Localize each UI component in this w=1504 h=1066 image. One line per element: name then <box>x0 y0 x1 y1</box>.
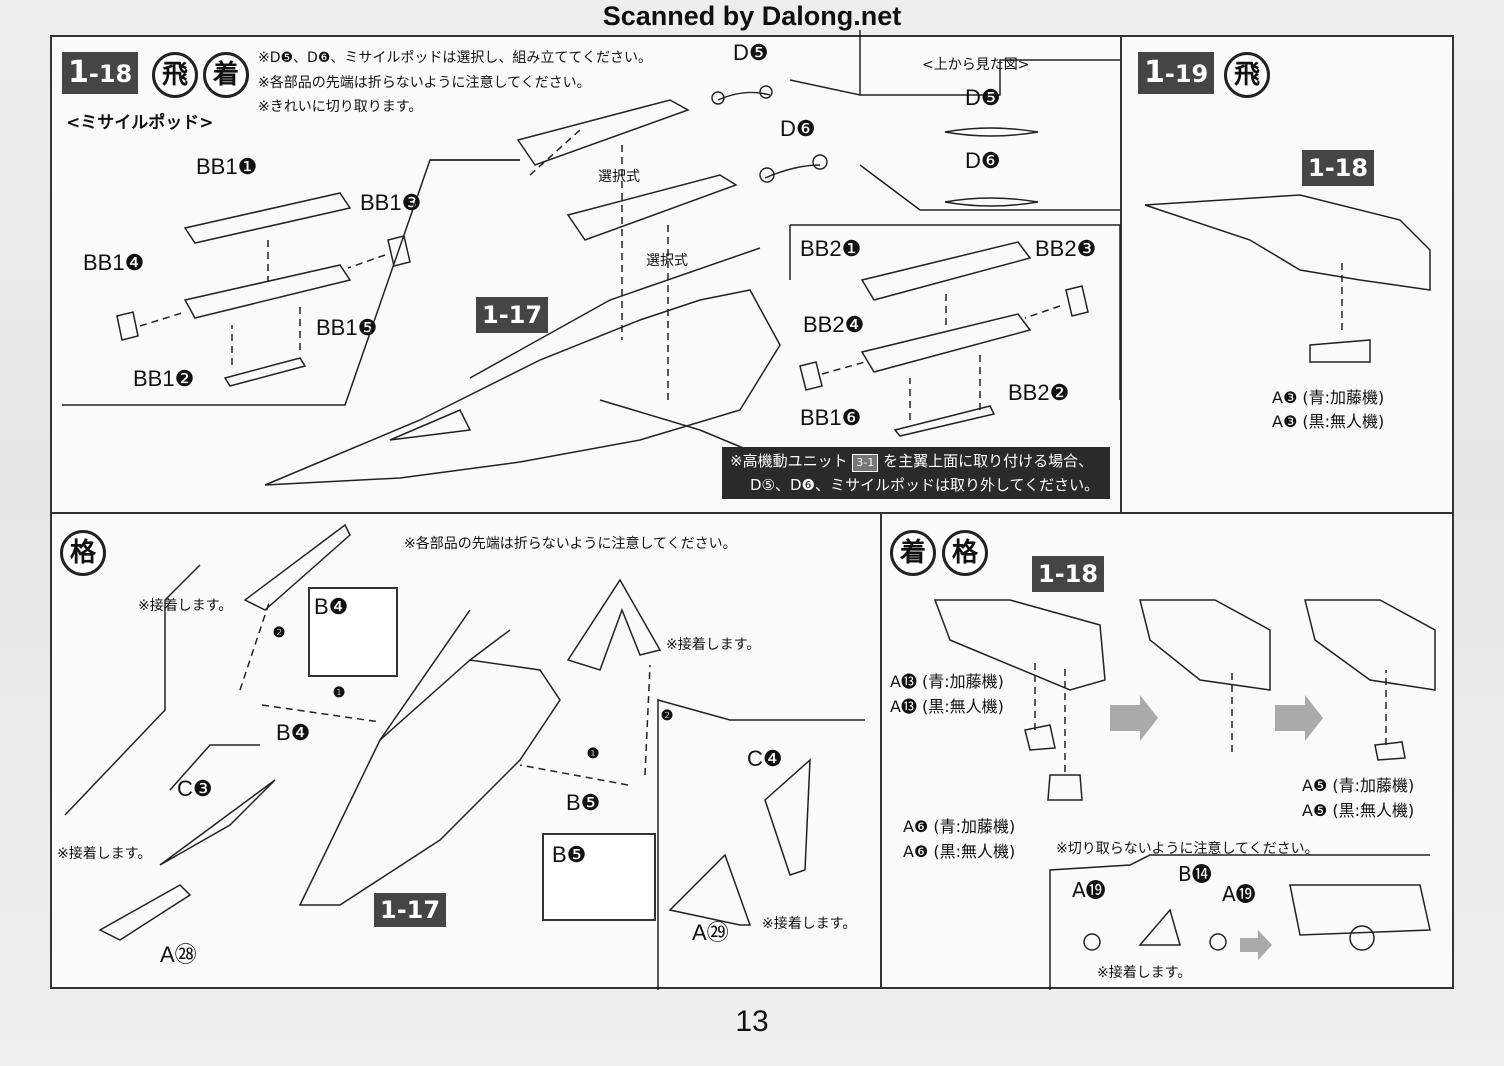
label-a19-left: A⓳ <box>1072 878 1106 902</box>
glue-note-3: ※接着します。 <box>57 846 152 862</box>
ref-step-1-18-bottom: 1-18 <box>1032 556 1105 592</box>
icon-fight: 格 <box>60 530 106 576</box>
ref-step-text: 1-18 <box>1308 154 1369 182</box>
glue-note-2: ※接着します。 <box>666 637 761 653</box>
label-a6-black: A❻ (黒:無人機) <box>903 842 1016 861</box>
order-marker-1a: ❶ <box>332 685 346 701</box>
topview-label-d5: D❺ <box>965 85 1001 110</box>
glue-note-gear: ※接着します。 <box>1097 965 1192 981</box>
label-bb1-4: BB1❹ <box>83 250 145 275</box>
ref-step-1-17-bottom: 1-17 <box>374 893 447 927</box>
label-b4-detail: B❹ <box>314 594 349 619</box>
label-d5: D❺ <box>733 40 769 65</box>
ref-step-1-17-top: 1-17 <box>476 297 549 333</box>
kaku-note: ※各部品の先端は折らないように注意してください。 <box>404 536 737 552</box>
label-bb1-2: BB1❷ <box>133 366 195 391</box>
label-bb2-1: BB2❶ <box>800 236 862 261</box>
label-bb2-3: BB2❸ <box>1035 236 1097 261</box>
label-a13-blue: A⓭ (青:加藤機) <box>890 672 1004 691</box>
step-number-major: 1 <box>68 55 89 90</box>
label-a6-blue: A❻ (青:加藤機) <box>903 817 1016 836</box>
glue-note-1: ※接着します。 <box>138 598 233 614</box>
label-c3: C❸ <box>177 776 213 801</box>
label-bb2-4: BB2❹ <box>803 312 865 337</box>
warning-text-b: を主翼上面に取り付ける場合、 <box>883 452 1094 470</box>
icon-fly: 飛 <box>152 52 198 98</box>
icon-land: 着 <box>203 52 249 98</box>
label-a28: A㉘ <box>160 942 197 967</box>
order-marker-2b: ❷ <box>660 708 674 724</box>
glue-note-4: ※接着します。 <box>762 916 857 932</box>
divider-v-bottom <box>880 512 882 989</box>
step-number-minor: -19 <box>1164 60 1209 88</box>
label-a29: A㉙ <box>692 920 729 945</box>
warning-line-2: D⑤、D❻、ミサイルポッドは取り外してください。 <box>750 476 1100 494</box>
ref-step-text: 1-18 <box>1038 560 1099 588</box>
icon-fly: 飛 <box>1224 52 1270 98</box>
ref-step-text: 1-17 <box>482 301 543 329</box>
icon-fight: 格 <box>942 530 988 576</box>
order-marker-2a: ❷ <box>272 625 286 641</box>
label-a5-black: A❺ (黒:無人機) <box>1302 801 1415 820</box>
topview-label-d6: D❻ <box>965 148 1001 173</box>
topview-title: <上から見た図> <box>922 57 1030 73</box>
label-bb1-1: BB1❶ <box>196 154 258 179</box>
label-b14: B⓮ <box>1178 862 1212 886</box>
step-1-18-label: 1-18 <box>62 52 139 94</box>
label-bb1-5: BB1❺ <box>316 315 378 340</box>
subtitle-missile-pod: <ミサイルポッド> <box>66 113 214 133</box>
label-d6: D❻ <box>780 116 816 141</box>
step-1-19-label: 1-19 <box>1138 52 1215 94</box>
warning-line-1: ※高機動ユニット 3-1 を主翼上面に取り付ける場合、 <box>730 449 1102 473</box>
label-bb1-3: BB1❸ <box>360 190 422 215</box>
label-a3-blue: A❸ (青:加藤機) <box>1272 388 1385 407</box>
ref-step-text: 1-17 <box>380 896 441 924</box>
icon-land: 着 <box>890 530 936 576</box>
watermark: Scanned by Dalong.net <box>602 1 902 31</box>
select-label-2: 選択式 <box>646 253 688 269</box>
ref-step-1-18: 1-18 <box>1302 150 1375 186</box>
no-cut-note: ※切り取らないように注意してください。 <box>1056 841 1319 857</box>
detail-box-b4 <box>308 587 398 677</box>
label-b4: B❹ <box>276 720 311 745</box>
warning-box: ※高機動ユニット 3-1 を主翼上面に取り付ける場合、 D⑤、D❻、ミサイルポッ… <box>722 447 1110 499</box>
label-bb2-2: BB2❷ <box>1008 380 1070 405</box>
label-a3-black: A❸ (黒:無人機) <box>1272 412 1385 431</box>
page-number: 13 <box>735 1005 769 1038</box>
step-number-minor: -18 <box>88 60 133 88</box>
note-3: ※きれいに切り取ります。 <box>258 99 423 115</box>
warning-ref: 3-1 <box>852 454 879 472</box>
label-a13-black: A⓭ (黒:無人機) <box>890 697 1004 716</box>
divider-v-top <box>1120 35 1122 513</box>
step-number-major: 1 <box>1144 55 1165 90</box>
label-bb1-6: BB1❻ <box>800 405 862 430</box>
divider-h-middle <box>50 512 1454 514</box>
note-2: ※各部品の先端は折らないように注意してください。 <box>258 75 591 91</box>
label-a19-right: A⓳ <box>1222 882 1256 906</box>
note-1: ※D❺、D❻、ミサイルポッドは選択し、組み立ててください。 <box>258 50 652 66</box>
select-label-1: 選択式 <box>598 169 640 185</box>
label-a5-blue: A❺ (青:加藤機) <box>1302 776 1415 795</box>
order-marker-1b: ❶ <box>586 746 600 762</box>
label-c4: C❹ <box>747 746 783 771</box>
label-b5: B❺ <box>566 790 601 815</box>
label-b5-detail: B❺ <box>552 842 587 867</box>
detail-box-b5 <box>542 833 656 921</box>
warning-text-a: ※高機動ユニット <box>730 452 848 470</box>
